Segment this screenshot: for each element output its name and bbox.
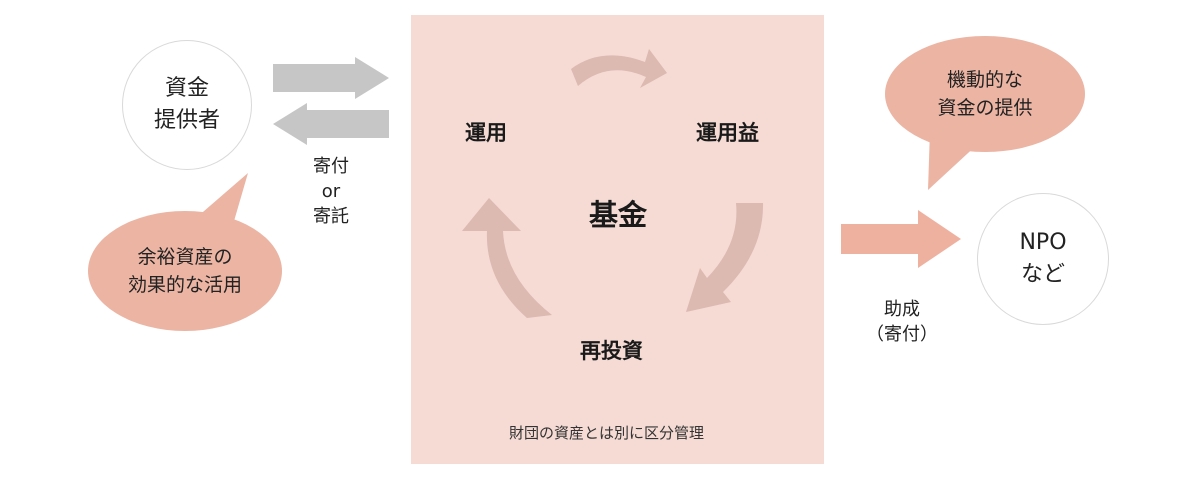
donation-arrow-right [273,57,389,99]
grant-label: 助成 （寄付） [866,299,938,345]
fund-center-label: 基金 [589,198,648,232]
cycle-arrow-left [462,198,552,318]
cycle-arrow-right [686,203,764,312]
recipient-circle: NPO など [977,193,1109,325]
cycle-label-reinvestment: 再投資 [580,339,643,363]
fund-note: 財団の資産とは別に区分管理 [509,424,705,442]
recipient-bubble [885,36,1085,152]
cycle-arrow-top [571,49,667,88]
cycle-label-returns: 運用益 [696,121,759,145]
recipient-label: NPO など [1019,230,1067,287]
donor-circle: 資金 提供者 [122,40,252,170]
grant-arrow [841,210,961,268]
donation-arrow-left [273,103,389,145]
transfer-label: 寄付 or 寄託 [313,156,349,227]
recipient-bubble-text: 機動的な 資金の提供 [937,69,1033,119]
cycle-label-management: 運用 [465,121,507,145]
donor-label: 資金 提供者 [153,76,220,133]
donor-bubble-text: 余裕資産の 効果的な活用 [127,246,242,296]
donor-bubble [88,211,282,331]
